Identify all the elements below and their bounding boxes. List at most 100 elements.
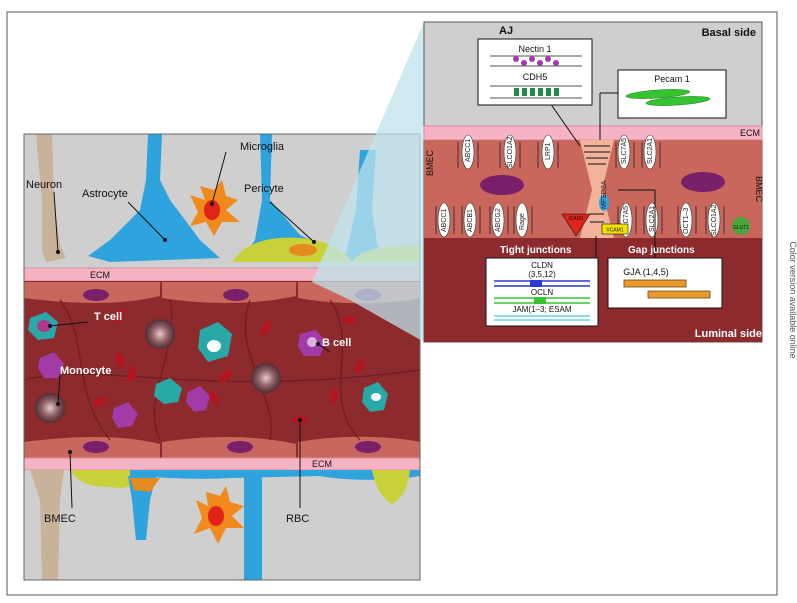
- label-pecam: Pecam 1: [654, 74, 690, 84]
- monocyte-3: [35, 393, 65, 423]
- transporter-slc2a1-bottom: SLC2A1: [649, 206, 656, 232]
- microglia-bottom: [194, 486, 244, 544]
- astrocyte-process-bottom-2: [128, 476, 156, 540]
- transport-arrows: [435, 142, 725, 234]
- label-glut1: GLUT1: [733, 225, 749, 231]
- pecam-molecule-2: [645, 96, 711, 106]
- right-panel: ABCC1 SLCO1A2 LRP1 SLC7A5 SLC2A1 ABCC1 A…: [423, 21, 764, 343]
- pericyte-shape-bottom-right: [372, 470, 410, 504]
- color-note: Color version available online: [788, 241, 797, 359]
- transporter-lrp1-top: LRP1: [545, 142, 552, 160]
- zoom-callout: [312, 22, 424, 342]
- transporter-slc7a5-bottom: SLC7A5: [623, 206, 630, 232]
- leader-lines-left: [49, 151, 331, 509]
- label-microglia: Microglia: [240, 141, 285, 153]
- bmec-nucleus-right: [681, 172, 725, 192]
- transporter-slc7a5-top: SLC7A5: [621, 138, 628, 164]
- neuron-shape: [36, 134, 66, 262]
- t-cell-1: [28, 312, 58, 340]
- cldn-strands: [494, 280, 590, 287]
- microglia-top: [190, 180, 240, 236]
- label-pericyte: Pericyte: [244, 183, 284, 195]
- label-luminal-side: Luminal side: [695, 328, 762, 340]
- label-mfsd2a: MFSD2A: [601, 180, 608, 209]
- glut1-marker: [732, 217, 750, 235]
- icam1-marker: [561, 213, 591, 237]
- label-basal-side: Basal side: [702, 27, 756, 39]
- monocyte-1: [145, 319, 175, 349]
- label-cldn-numbers: (3,5,12): [528, 270, 556, 279]
- transporter-oct1-3: OCT1–3: [683, 207, 690, 234]
- b-cell-2: [38, 352, 64, 378]
- label-icam1: ICAM1: [568, 216, 584, 222]
- label-nectin: Nectin 1: [518, 44, 551, 54]
- transporter-slco1a2-top: SLCO1A2: [507, 136, 514, 168]
- label-aj: AJ: [499, 25, 513, 37]
- astrocyte-endfoot-top: [240, 134, 330, 262]
- label-vcam1-right: VCAM1: [606, 228, 623, 234]
- monocyte-2: [251, 363, 281, 393]
- vessel-lumen: [24, 281, 420, 459]
- pericyte-nucleus: [289, 244, 317, 256]
- vcam1-box-right: [601, 223, 629, 235]
- label-cdh5: CDH5: [523, 72, 548, 82]
- pericyte-nucleus-bottom: [130, 478, 160, 492]
- transporter-slc2a1-top: SLC2A1: [647, 138, 654, 164]
- mfsd2a-marker: [599, 195, 609, 211]
- leader-dots-left: [48, 202, 320, 454]
- label-bmec-right: BMEC: [754, 176, 764, 203]
- gja-channel-2: [647, 290, 711, 299]
- b-cell-4: [186, 386, 210, 412]
- ecm-band-right: [423, 125, 763, 141]
- transporter-abcb1: ABCB1: [467, 209, 474, 232]
- label-b-cell: B cell: [322, 337, 351, 349]
- label-ocln: OCLN: [531, 288, 553, 297]
- endothelium-bottom: [24, 436, 420, 458]
- transporters-top-row: ABCC1 SLCO1A2 LRP1 SLC7A5 SLC2A1: [461, 134, 657, 170]
- t-cell-2: [198, 322, 232, 362]
- t-cell-4: [362, 382, 388, 412]
- astrocyte-shape-top: [88, 134, 220, 262]
- junction-lines: [584, 145, 610, 223]
- ecm-band-bottom: [24, 457, 420, 471]
- transporter-abcc1-bottom: ABCC1: [441, 209, 448, 232]
- red-blood-cells: [92, 308, 366, 424]
- astrocyte-endfoot-bottom: [130, 470, 420, 480]
- transporter-abcc1-top: ABCC1: [465, 139, 472, 162]
- tight-junctions-box: [485, 257, 599, 327]
- label-gap-junctions: Gap junctions: [628, 245, 695, 256]
- left-panel-border: [23, 133, 421, 581]
- label-cldn: CLDN: [531, 261, 553, 270]
- label-rbc: RBC: [286, 513, 309, 525]
- transporter-abcg2: ABCG2: [495, 208, 502, 232]
- label-bmec-left: BMEC: [425, 149, 435, 176]
- label-tight-junctions: Tight junctions: [500, 245, 572, 256]
- b-cell-1: [298, 330, 326, 356]
- label-jam: JAM(1–3; ESAM: [512, 305, 571, 314]
- label-monocyte: Monocyte: [60, 365, 111, 377]
- neuron-shape-bottom: [30, 470, 64, 580]
- jam-strands: [494, 315, 590, 321]
- bmec-nucleus-left: [480, 175, 524, 195]
- label-astrocyte: Astrocyte: [82, 188, 128, 200]
- pecam-molecule-1: [625, 89, 691, 99]
- label-bmec: BMEC: [44, 513, 76, 525]
- transporter-slco1a2-bottom: SLCO1A2: [711, 204, 718, 236]
- label-t-cell: T cell: [94, 311, 122, 323]
- cdh5-molecules: [514, 88, 559, 96]
- label-neuron: Neuron: [26, 179, 62, 191]
- transporter-rage: Rage: [519, 213, 526, 230]
- b-cell-3: [112, 402, 138, 428]
- astrocyte-process-bottom: [244, 476, 262, 580]
- figure-frame: [6, 11, 778, 596]
- label-ecm-bottom: ECM: [312, 459, 332, 469]
- nectin-molecules: [513, 56, 559, 66]
- connector-lines: [547, 92, 656, 262]
- label-gja: GJA (1,4,5): [623, 267, 669, 277]
- gja-channel-1: [623, 279, 687, 288]
- ocln-strands: [494, 297, 590, 304]
- t-cell-3: [154, 378, 182, 404]
- label-ecm-right: ECM: [740, 128, 760, 138]
- label-ecm-top: ECM: [90, 270, 110, 280]
